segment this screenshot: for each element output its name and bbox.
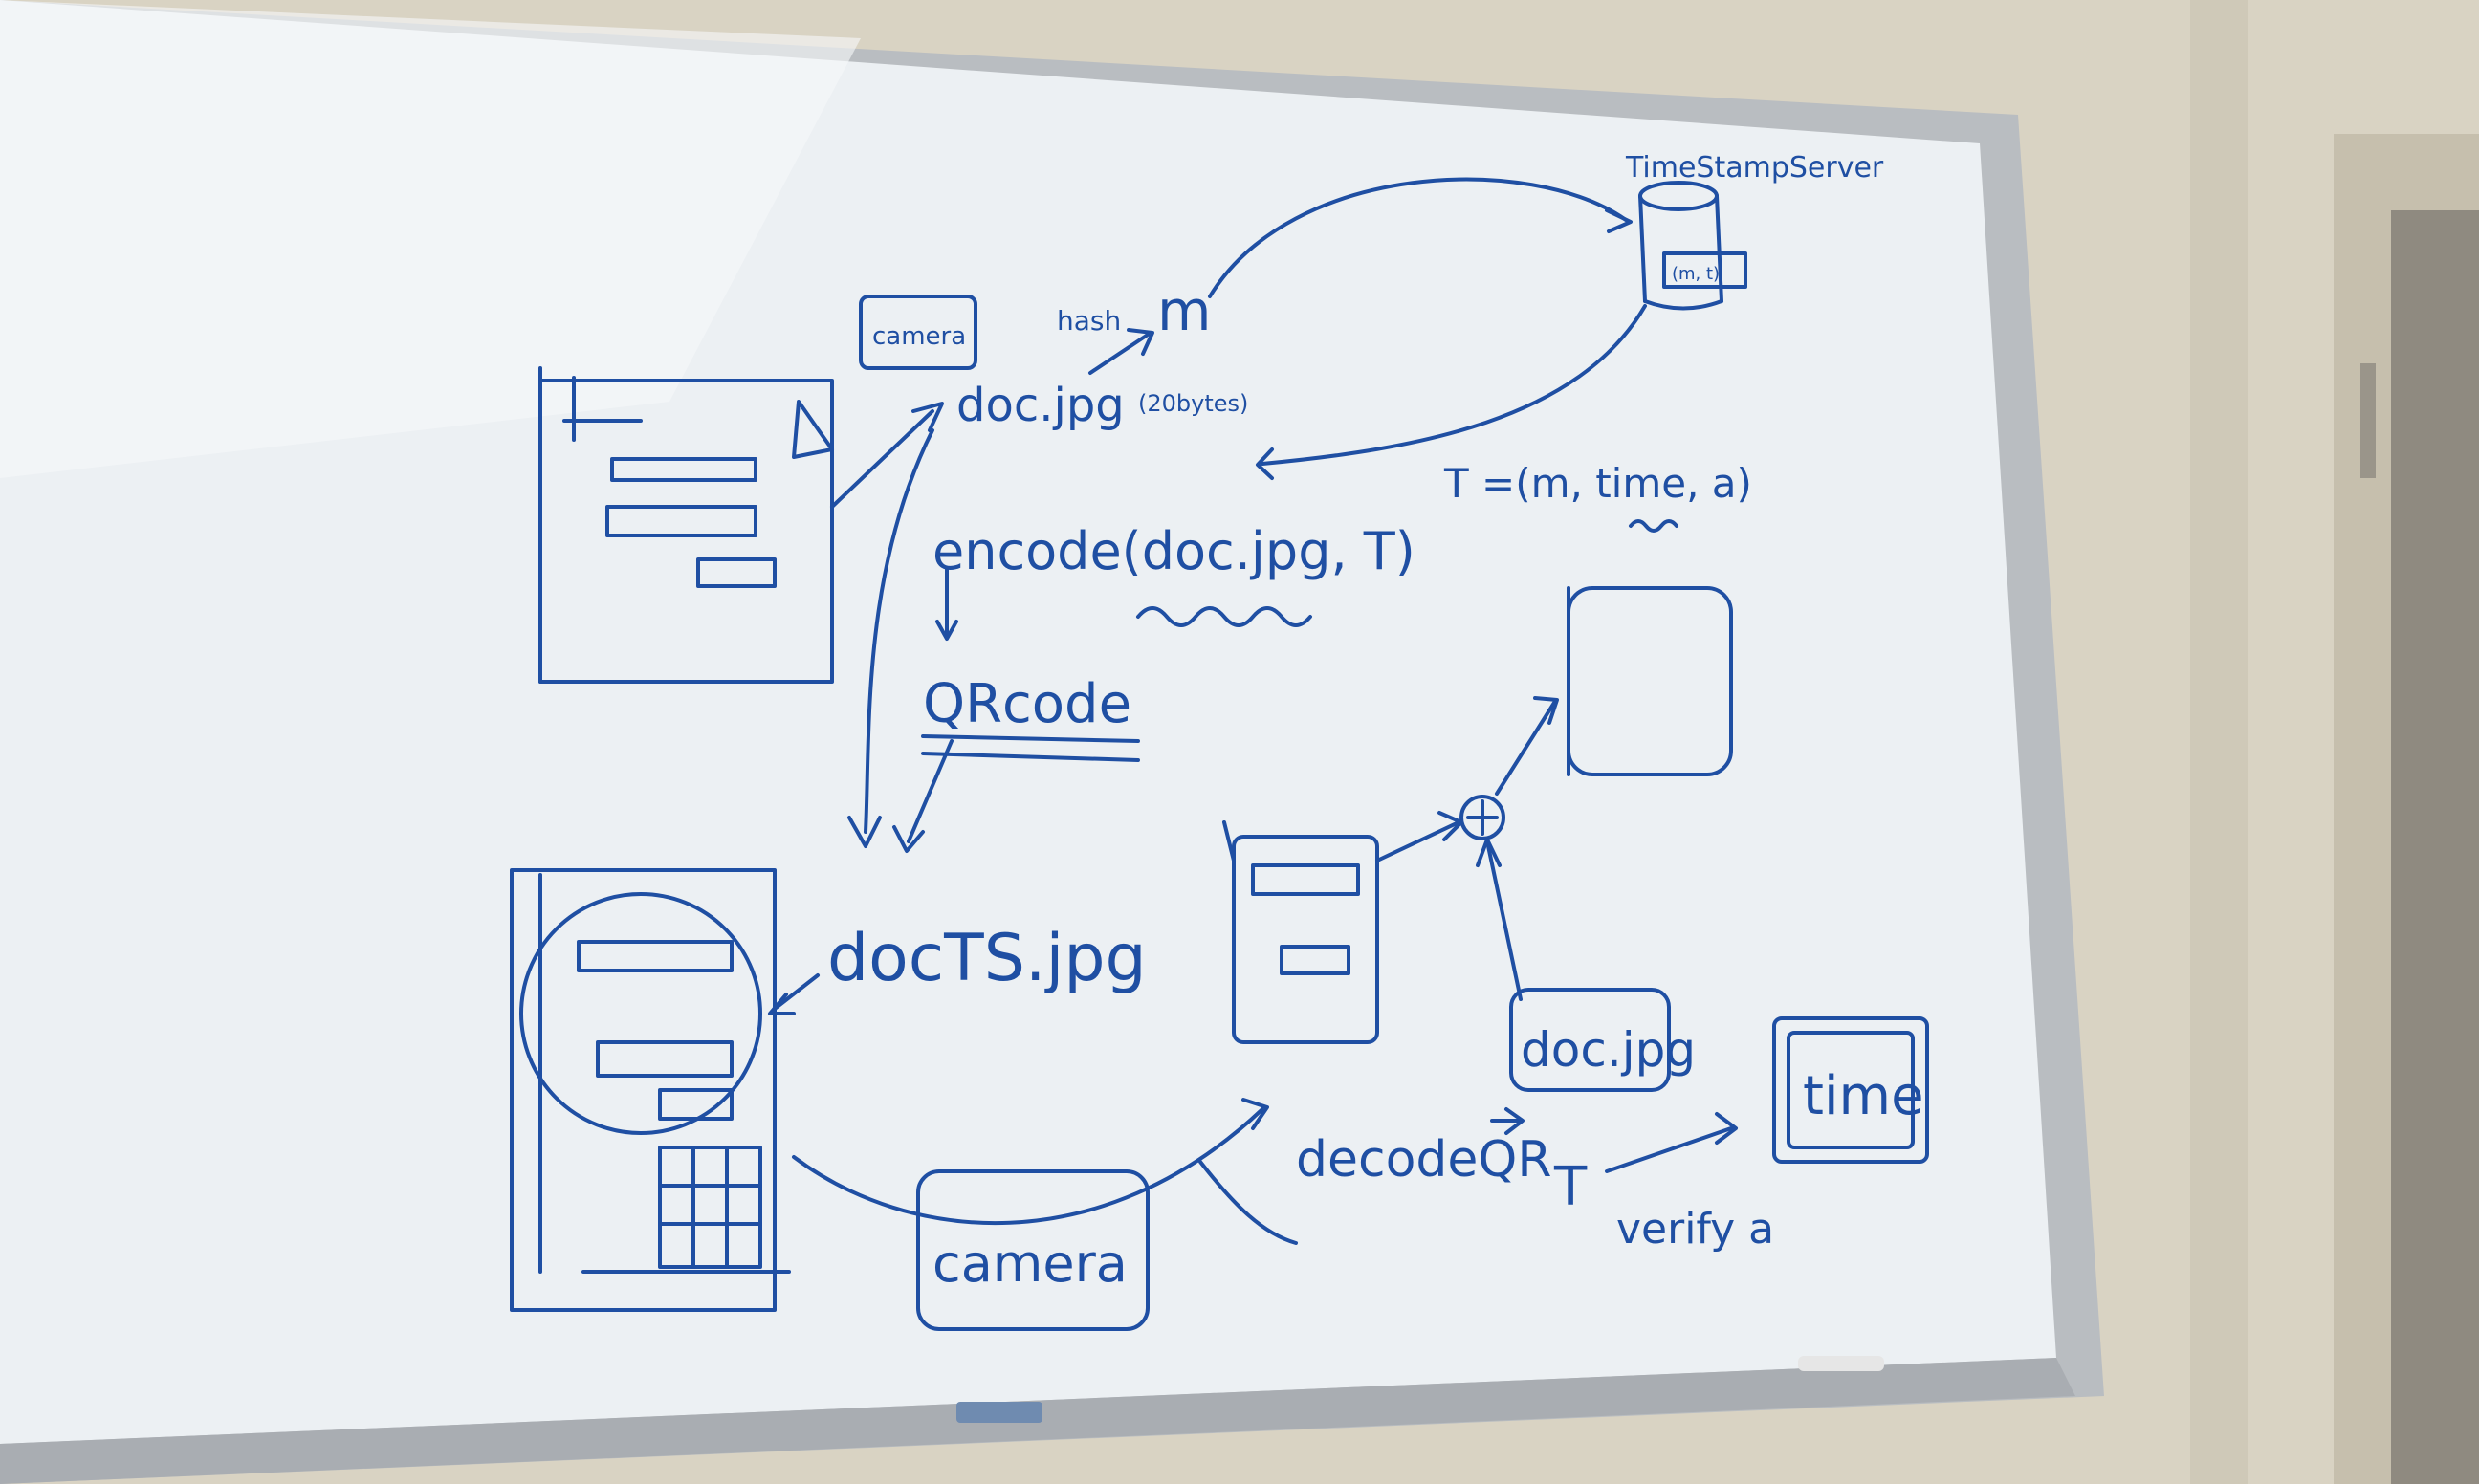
document-top-left	[538, 366, 834, 684]
camera-bottom-label: camera	[932, 1233, 1128, 1294]
server-label: TimeStampServer	[1625, 151, 1884, 185]
door-hinge	[2360, 363, 2376, 478]
t-bottom-label: T	[1553, 1156, 1588, 1218]
qrcode-label: QRcode	[923, 673, 1131, 735]
door-frame	[2190, 0, 2248, 1484]
m-label: m	[1157, 278, 1212, 343]
bytes-label: (20bytes)	[1138, 390, 1248, 417]
t-tuple-label: T =(m, time, a)	[1443, 460, 1752, 507]
board-glare	[0, 0, 861, 478]
server-box-label: (m, t)	[1672, 264, 1720, 284]
doc-jpg-box-label: doc.jpg	[1521, 1022, 1696, 1078]
encode-label: encode(doc.jpg, T)	[932, 521, 1415, 581]
phone-bottom-left	[510, 868, 791, 1312]
marker-on-tray	[1798, 1356, 1884, 1371]
eraser	[956, 1402, 1042, 1423]
hash-label: hash	[1057, 305, 1121, 337]
verify-label: verify a	[1616, 1205, 1774, 1254]
door-dark	[2391, 210, 2479, 1484]
decode-label: decodeQR	[1296, 1131, 1551, 1189]
camera-top-label: camera	[872, 322, 966, 351]
time-label: time	[1803, 1065, 1924, 1127]
phone-middle	[1222, 820, 1379, 1044]
drawings	[510, 177, 1929, 1331]
server-cylinder	[1638, 181, 1747, 311]
doc-jpg-label: doc.jpg	[956, 379, 1125, 432]
doc-ts-label: docTS.jpg	[827, 921, 1147, 996]
